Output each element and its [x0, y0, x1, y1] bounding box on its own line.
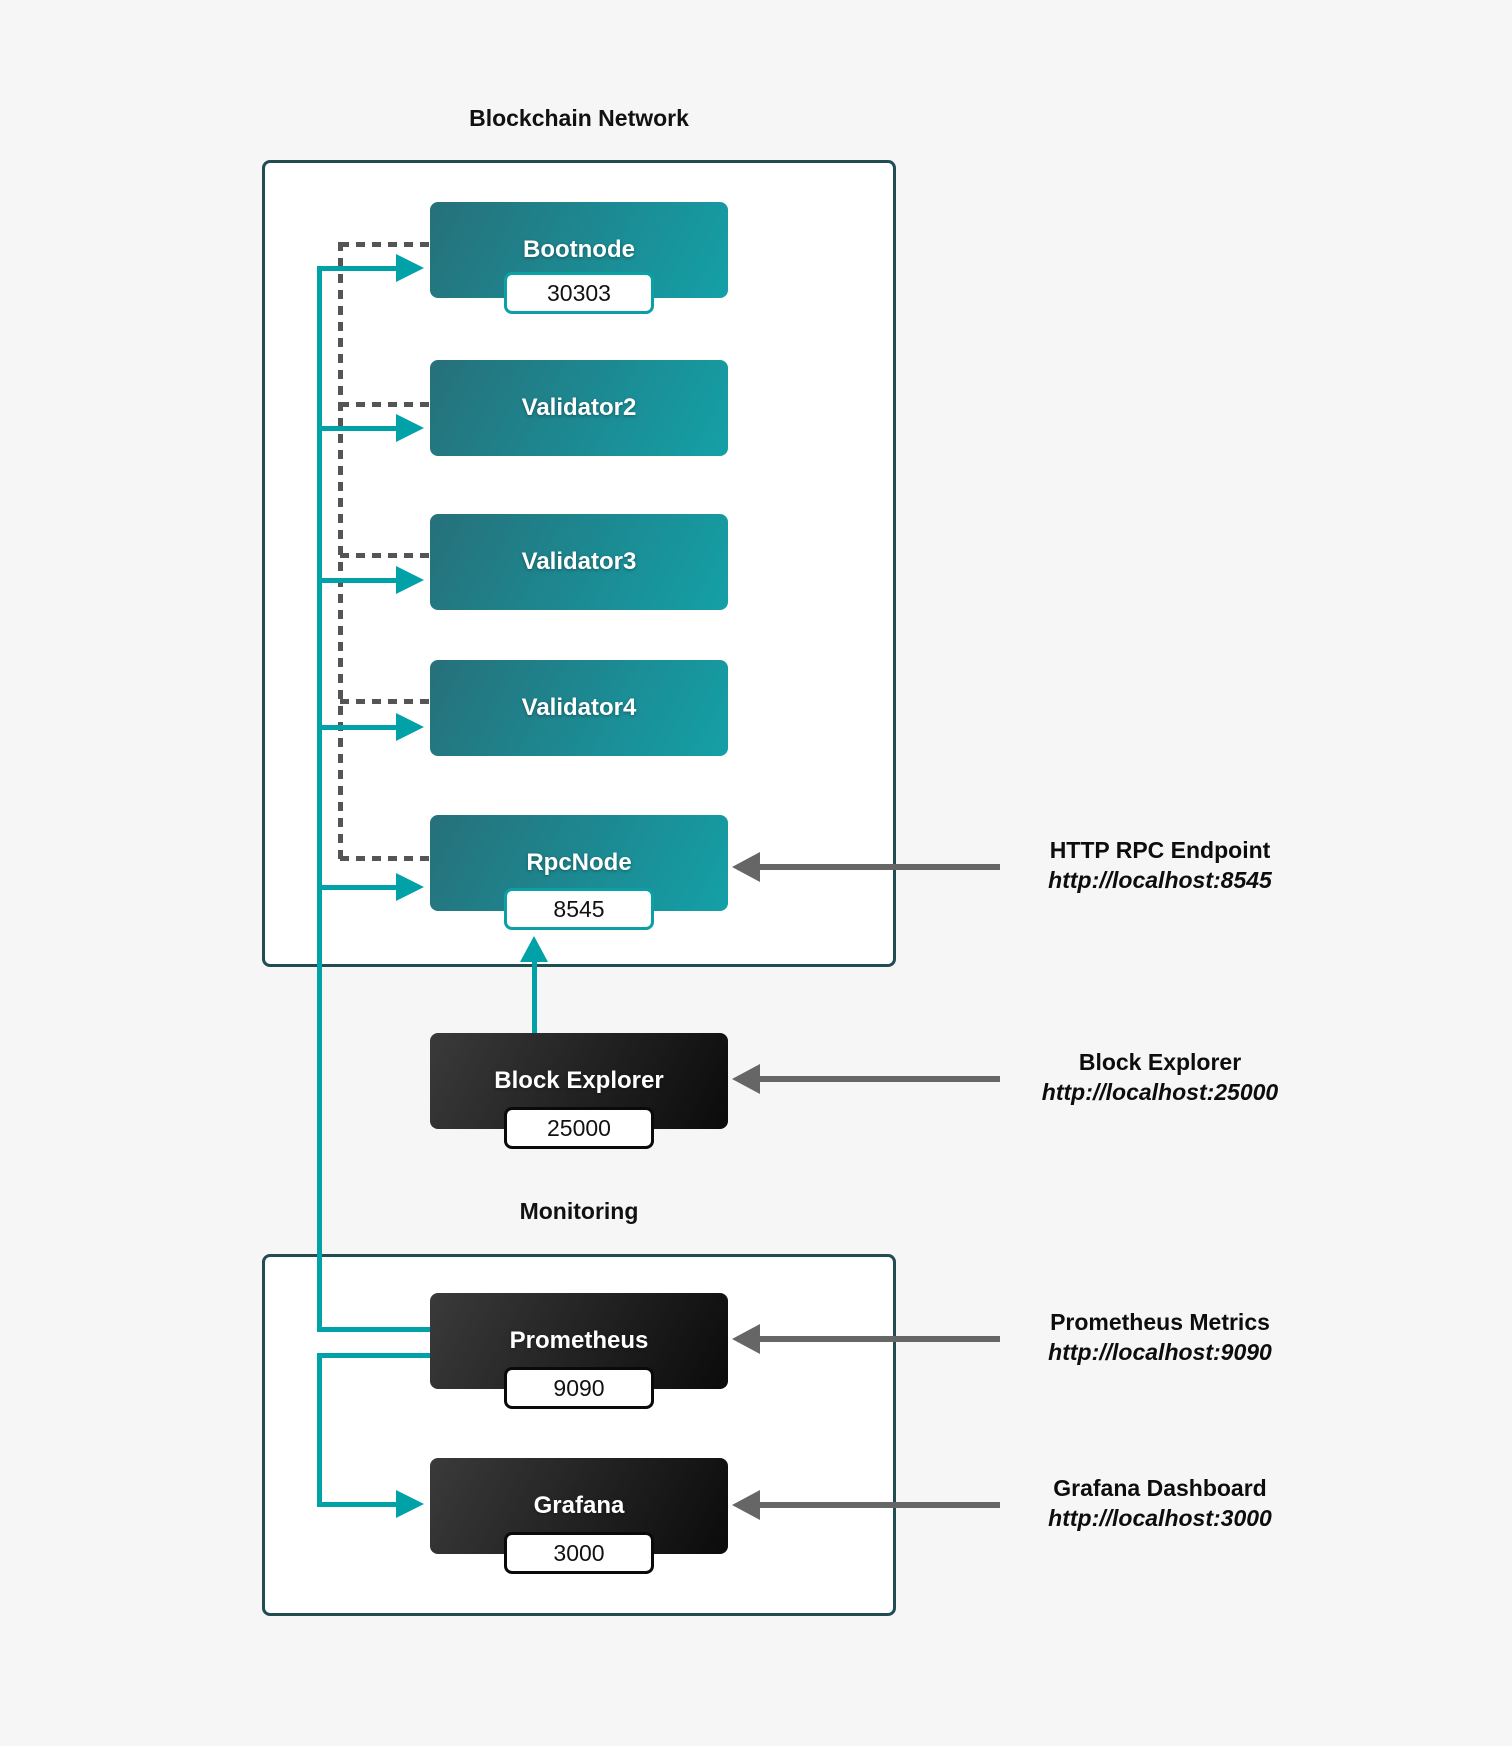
- node-validator3: Validator3: [430, 514, 728, 610]
- teal-exit-prometheus: [317, 1353, 430, 1358]
- node-prometheus-label: Prometheus: [509, 1327, 649, 1354]
- annotation-grafana-dashboard-url: http://localhost:3000: [1048, 1505, 1272, 1531]
- blockchain-network-title: Blockchain Network: [469, 105, 689, 131]
- teal-branch-validator2: [317, 426, 397, 431]
- teal-branch-rpcnode: [317, 885, 397, 890]
- gray-arrowhead-rpc-endpoint: [732, 852, 760, 882]
- teal-branch-grafana: [317, 1502, 397, 1507]
- dashed-stub-validator2: [340, 402, 430, 407]
- node-validator2-label: Validator2: [521, 394, 637, 421]
- annotation-prometheus-metrics: Prometheus Metrics http://localhost:9090: [1000, 1307, 1320, 1367]
- annotation-grafana-dashboard-title: Grafana Dashboard: [1053, 1475, 1267, 1501]
- node-block-explorer-label: Block Explorer: [494, 1067, 664, 1094]
- node-validator2: Validator2: [430, 360, 728, 456]
- dashed-vertical-line: [338, 242, 343, 860]
- teal-arrowhead-grafana: [396, 1490, 424, 1518]
- port-badge-rpcnode: 8545: [504, 888, 654, 930]
- gray-arrowhead-prometheus-metrics: [732, 1324, 760, 1354]
- port-badge-grafana: 3000: [504, 1532, 654, 1574]
- teal-branch-validator4: [317, 725, 397, 730]
- teal-arrowhead-validator4: [396, 713, 424, 741]
- gray-line-rpc-endpoint: [758, 864, 1000, 870]
- teal-arrowhead-validator3: [396, 566, 424, 594]
- gray-arrowhead-block-explorer: [732, 1064, 760, 1094]
- node-bootnode: Bootnode: [430, 202, 728, 298]
- annotation-rpc-endpoint-url: http://localhost:8545: [1048, 867, 1272, 893]
- monitoring-title: Monitoring: [519, 1198, 639, 1224]
- node-rpcnode-label: RpcNode: [526, 849, 632, 876]
- gray-line-grafana-dashboard: [758, 1502, 1000, 1508]
- teal-arrowhead-validator2: [396, 414, 424, 442]
- annotation-prometheus-metrics-title: Prometheus Metrics: [1050, 1309, 1270, 1335]
- teal-branch-validator3: [317, 578, 397, 583]
- teal-arrowhead-up-rpcnode: [520, 936, 548, 962]
- port-badge-block-explorer: 25000: [504, 1107, 654, 1149]
- node-validator4-label: Validator4: [521, 694, 637, 721]
- annotation-rpc-endpoint-title: HTTP RPC Endpoint: [1049, 837, 1271, 863]
- annotation-prometheus-metrics-url: http://localhost:9090: [1048, 1339, 1272, 1365]
- dashed-stub-bootnode: [340, 242, 430, 247]
- gray-arrowhead-grafana-dashboard: [732, 1490, 760, 1520]
- node-block-explorer: Block Explorer: [430, 1033, 728, 1129]
- teal-vertical-line: [317, 266, 322, 1331]
- dashed-stub-validator4: [340, 699, 430, 704]
- annotation-rpc-endpoint: HTTP RPC Endpoint http://localhost:8545: [1000, 835, 1320, 895]
- teal-arrowhead-rpcnode: [396, 873, 424, 901]
- gray-line-prometheus-metrics: [758, 1336, 1000, 1342]
- teal-vertical-blockexplorer-rpcnode: [532, 960, 537, 1033]
- teal-arrowhead-bootnode: [396, 254, 424, 282]
- annotation-grafana-dashboard: Grafana Dashboard http://localhost:3000: [1000, 1473, 1320, 1533]
- node-prometheus: Prometheus: [430, 1293, 728, 1389]
- node-validator4: Validator4: [430, 660, 728, 756]
- port-badge-bootnode: 30303: [504, 272, 654, 314]
- port-badge-prometheus: 9090: [504, 1367, 654, 1409]
- annotation-block-explorer: Block Explorer http://localhost:25000: [1000, 1047, 1320, 1107]
- annotation-block-explorer-title: Block Explorer: [1078, 1049, 1242, 1075]
- node-bootnode-label: Bootnode: [523, 236, 635, 263]
- dashed-stub-rpcnode: [340, 856, 430, 861]
- gray-line-block-explorer: [758, 1076, 1000, 1082]
- teal-vertical-grafana: [317, 1353, 322, 1507]
- teal-branch-bootnode: [317, 266, 397, 271]
- annotation-block-explorer-url: http://localhost:25000: [1041, 1079, 1279, 1105]
- teal-entry-prometheus: [317, 1327, 430, 1332]
- node-grafana-label: Grafana: [533, 1492, 625, 1519]
- dashed-stub-validator3: [340, 553, 430, 558]
- node-validator3-label: Validator3: [521, 548, 637, 575]
